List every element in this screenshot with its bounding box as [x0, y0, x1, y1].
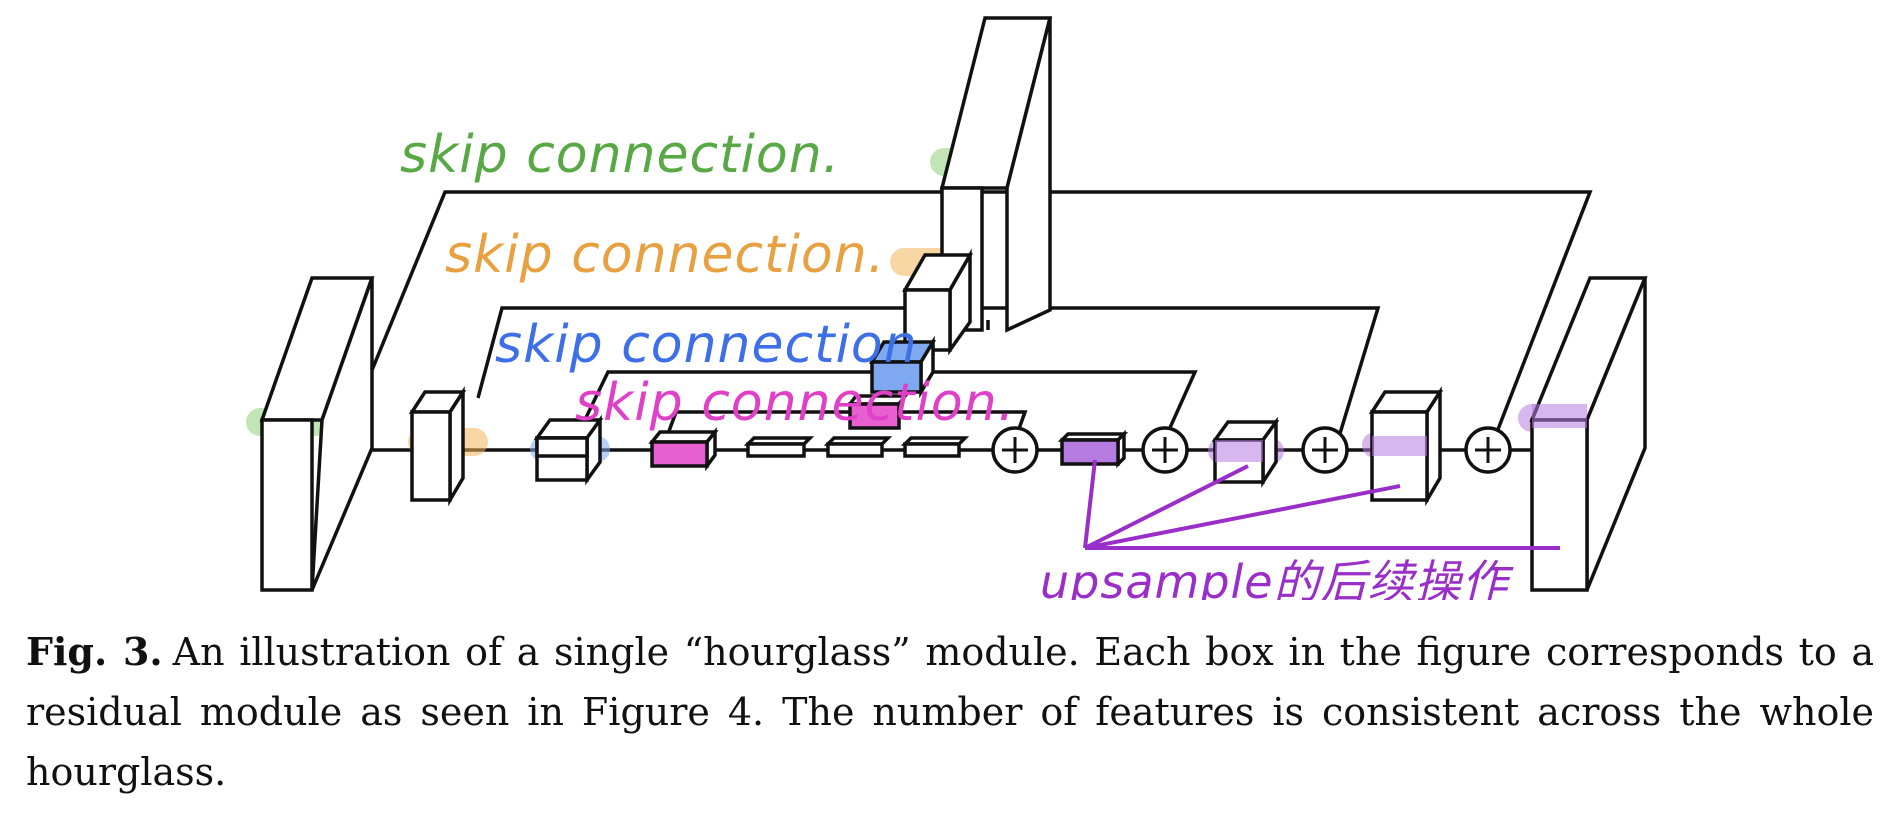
skip-connection-label-orange: skip connection. [445, 225, 885, 285]
skip-connection-label-blue: skip connection [495, 315, 918, 375]
caption-label: Fig. 3. [26, 629, 163, 674]
plus-circle-icon [991, 426, 1039, 474]
residual-box-bottleneck-1 [743, 436, 815, 458]
tint-purple-right-2 [1215, 440, 1263, 462]
residual-box-right-large [1529, 276, 1648, 592]
caption-text: An illustration of a single “hourglass” … [26, 630, 1874, 794]
plus-circle-icon [1464, 426, 1512, 474]
residual-box-top-large [939, 16, 1053, 333]
skip-connection-label-pink: skip connection. [575, 373, 1015, 433]
upsample-pointers [1083, 459, 1560, 550]
residual-box-left-3 [533, 414, 604, 486]
residual-box-left-large [259, 276, 375, 592]
tint-purple-right-large [1532, 404, 1587, 428]
figure-caption: Fig. 3.An illustration of a single “hour… [26, 622, 1874, 802]
residual-box-top-2 [901, 248, 974, 356]
residual-box-bottleneck-3 [900, 436, 970, 458]
tint-purple-right-3 [1372, 436, 1427, 456]
hourglass-diagram: skip connection. skip connection. skip c… [246, 16, 1648, 600]
residual-box-left-2 [408, 386, 467, 507]
residual-box-bottleneck-2 [823, 436, 893, 458]
skip-connection-label-green: skip connection. [400, 125, 840, 185]
plus-circle-icon [1141, 426, 1189, 474]
residual-box-top-3 [868, 335, 937, 399]
plus-circle-icon [1301, 426, 1349, 474]
upsample-label: upsample的后续操作 [1040, 555, 1514, 600]
residual-box-right-1 [1057, 429, 1129, 469]
residual-box-left-4 [648, 427, 719, 472]
residual-box-top-4 [846, 394, 909, 430]
